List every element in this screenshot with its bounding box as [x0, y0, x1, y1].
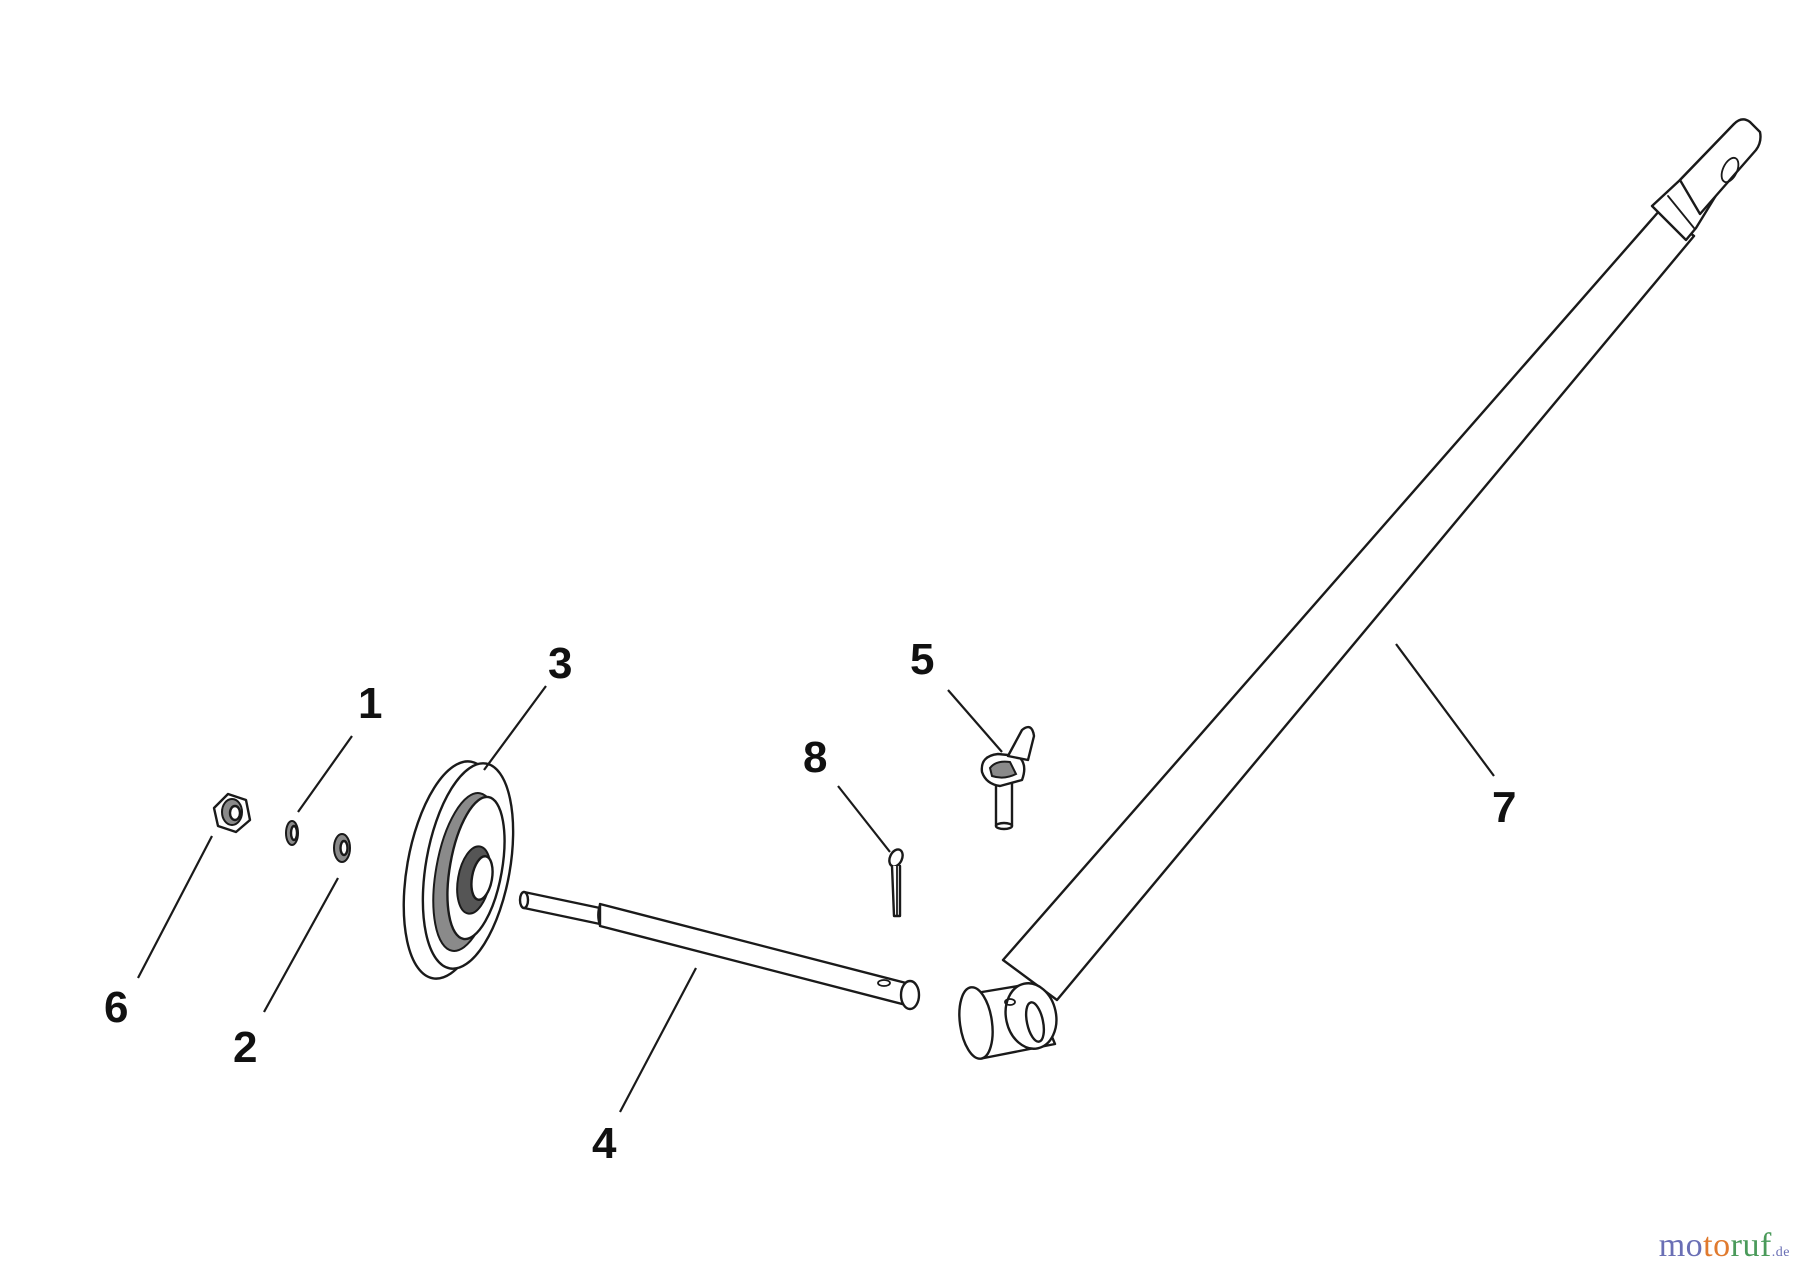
- callout-2: 2: [233, 1023, 257, 1072]
- callout-8: 8: [803, 733, 827, 782]
- lock-washer-part: [285, 820, 299, 846]
- leader-6: [137, 835, 213, 979]
- callout-7: 7: [1492, 783, 1516, 832]
- callout-6: 6: [104, 983, 128, 1032]
- wheel-part: [402, 760, 515, 980]
- leader-3: [483, 685, 547, 771]
- watermark-part-de: .de: [1771, 1245, 1790, 1260]
- leader-5: [947, 689, 1003, 753]
- wing-bolt-part: [980, 725, 1036, 831]
- axle-shaft-part: [518, 890, 921, 1011]
- leader-4: [619, 967, 697, 1113]
- handle-tube-part: [958, 118, 1762, 1060]
- cotter-pin-part: [888, 848, 904, 918]
- callout-3: 3: [548, 639, 572, 688]
- motoruf-watermark: motoruf.de: [1659, 1227, 1790, 1265]
- watermark-part-ruf: ruf: [1730, 1227, 1772, 1264]
- leader-7: [1395, 643, 1495, 777]
- callout-5: 5: [910, 635, 934, 684]
- callout-labels: 1 2 3 4 5 6 7 8: [104, 635, 1516, 1168]
- callout-4: 4: [592, 1119, 617, 1168]
- nut-part: [212, 792, 252, 834]
- leader-1: [297, 735, 353, 813]
- leader-2: [263, 877, 339, 1013]
- flat-washer-part: [333, 833, 351, 863]
- callout-1: 1: [358, 679, 382, 728]
- leader-8: [837, 785, 891, 853]
- watermark-part-to: to: [1703, 1227, 1731, 1264]
- watermark-part-mo: mo: [1658, 1227, 1704, 1264]
- leader-lines: [137, 643, 1495, 1113]
